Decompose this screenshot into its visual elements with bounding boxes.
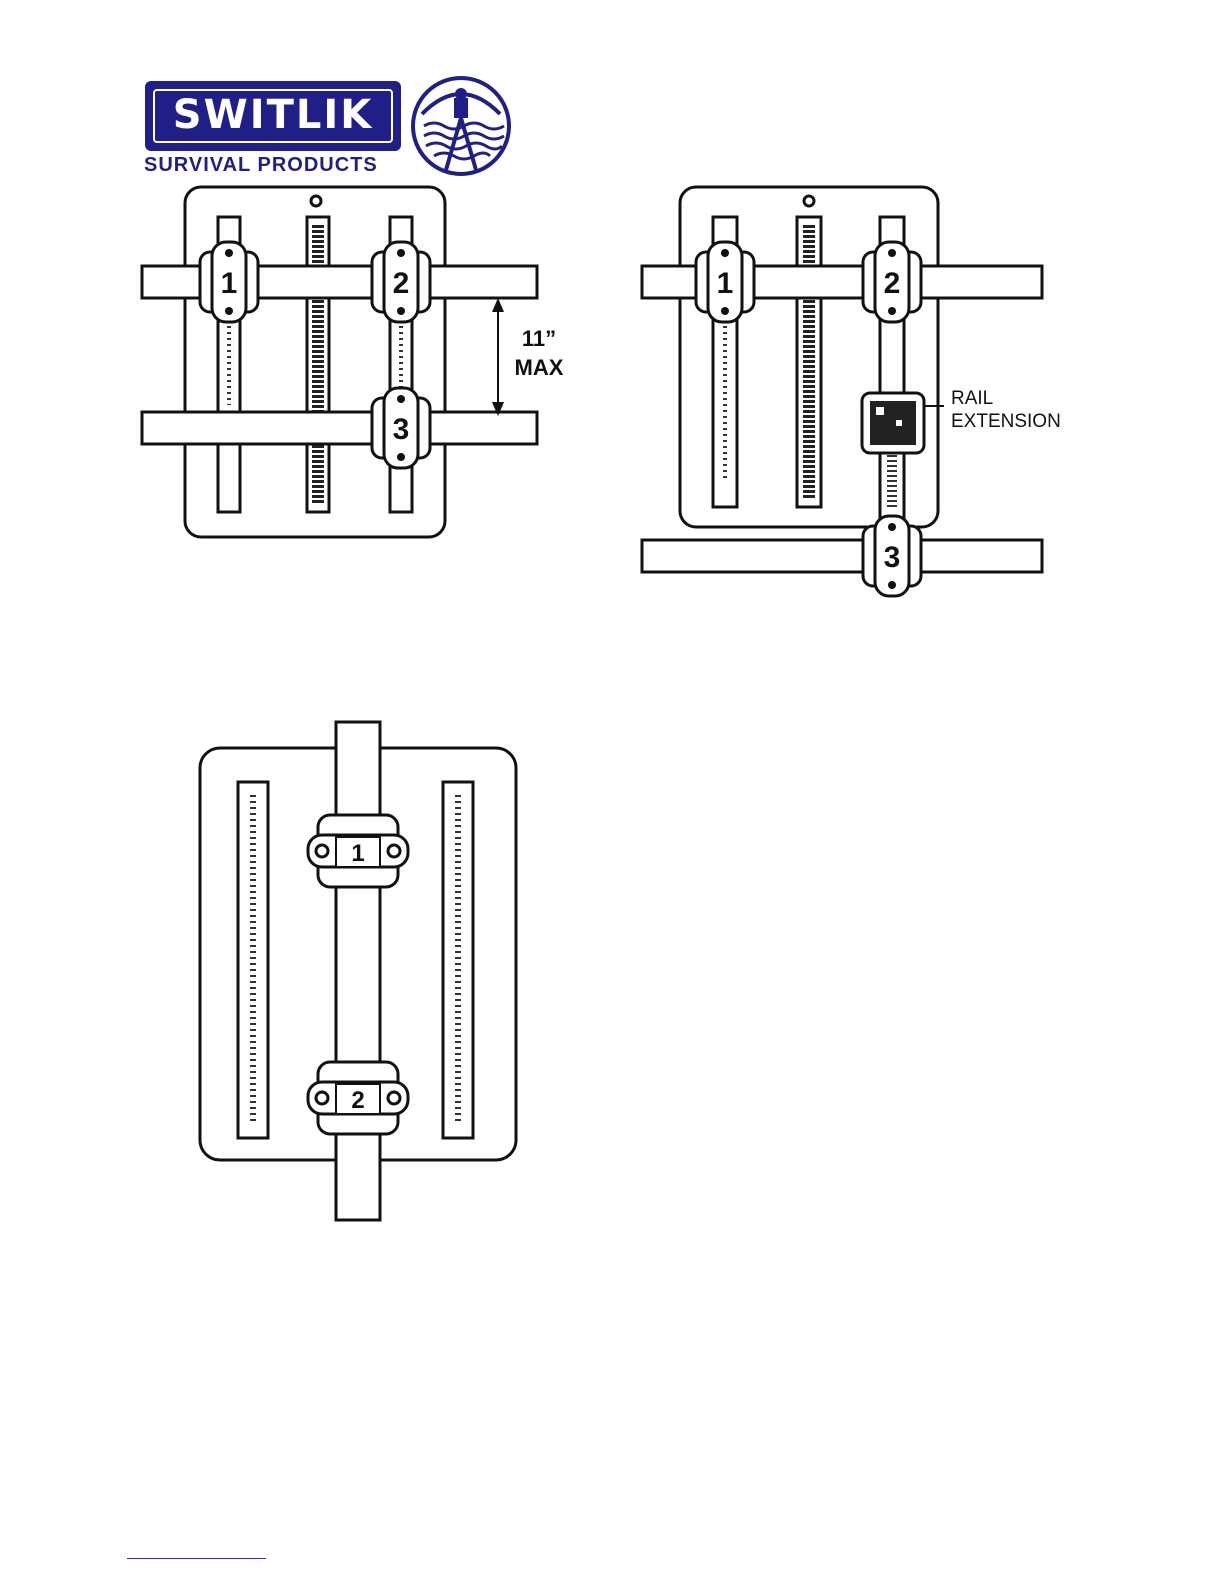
clamp-1: 1 bbox=[696, 242, 754, 322]
clamp-1: 1 bbox=[200, 242, 258, 322]
clamp-2: 2 bbox=[863, 242, 921, 322]
parachute-emblem-icon bbox=[410, 74, 512, 178]
clamp-2-label: 2 bbox=[884, 267, 901, 300]
footer-rule bbox=[127, 1558, 266, 1559]
logo-tagline: SURVIVAL PRODUCTS bbox=[144, 154, 378, 177]
dimension-value: 11” bbox=[522, 326, 556, 351]
clamp-2: 2 bbox=[308, 1062, 408, 1134]
rail-extension-block bbox=[862, 393, 924, 453]
figure-1-three-clamp-mount: 1 2 3 11” MAX bbox=[140, 180, 600, 550]
logo-wordmark: SWITLIK bbox=[148, 92, 398, 138]
rail-lower bbox=[642, 540, 1042, 572]
clamp-1-label: 1 bbox=[221, 267, 238, 300]
callout-line2: EXTENSION bbox=[951, 411, 1061, 432]
clamp-2-label: 2 bbox=[351, 1087, 364, 1114]
dimension-unit: MAX bbox=[515, 355, 564, 380]
clamp-2-label: 2 bbox=[393, 267, 410, 300]
figure-3-vertical-mount: 1 2 bbox=[190, 720, 530, 1225]
rail-lower bbox=[142, 412, 537, 444]
callout-line1: RAIL bbox=[951, 388, 993, 409]
clamp-3-label: 3 bbox=[393, 413, 410, 446]
clamp-1-label: 1 bbox=[717, 267, 734, 300]
rail-vertical bbox=[336, 722, 380, 1220]
clamp-1: 1 bbox=[308, 815, 408, 887]
clamp-3: 3 bbox=[863, 516, 921, 596]
clamp-1-label: 1 bbox=[351, 840, 364, 867]
clamp-3-label: 3 bbox=[884, 541, 901, 574]
clamp-2: 2 bbox=[372, 242, 430, 322]
figure-2-rail-extension-mount: 1 2 3 RAIL EXTENSION bbox=[640, 180, 1070, 600]
clamp-3: 3 bbox=[372, 388, 430, 468]
dimension-arrow bbox=[492, 298, 504, 416]
logo-wordmark-box: SWITLIK bbox=[145, 81, 401, 151]
